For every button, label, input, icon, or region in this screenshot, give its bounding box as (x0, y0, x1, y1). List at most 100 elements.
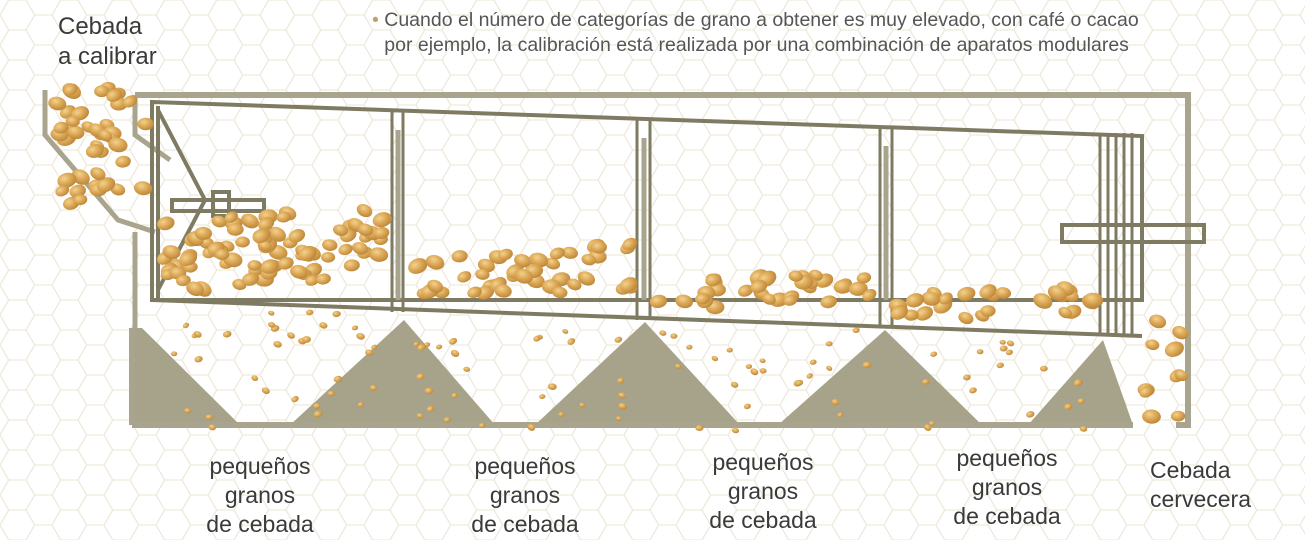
grain (108, 137, 128, 153)
grain (833, 279, 853, 294)
grain (761, 293, 776, 305)
grain (743, 403, 751, 410)
input-label-line-1: Cebada (58, 13, 143, 40)
grain (750, 368, 759, 376)
grain (820, 295, 838, 309)
grain (356, 204, 373, 218)
grain (241, 213, 259, 229)
grain (674, 363, 682, 369)
grain (369, 385, 377, 391)
grain (291, 395, 299, 403)
grain (267, 226, 287, 242)
output-label-line: pequeños (956, 445, 1058, 471)
grain (615, 416, 622, 421)
grain (194, 226, 212, 240)
grain (226, 223, 244, 236)
grain (1006, 340, 1015, 347)
output-label-1: pequeños granos de cebada (190, 452, 330, 539)
grain (1033, 293, 1053, 309)
grain (686, 344, 693, 350)
grain (1083, 292, 1104, 308)
grain (242, 272, 259, 286)
grain (316, 273, 331, 285)
grain (552, 286, 568, 299)
grain (332, 224, 349, 237)
grain (222, 330, 232, 338)
grain (179, 251, 198, 266)
grain (96, 177, 116, 193)
grain (750, 279, 768, 294)
grain (618, 392, 626, 399)
grain (408, 258, 428, 274)
hopper-base-lines (129, 328, 1133, 428)
grain (123, 95, 138, 108)
grain (1040, 365, 1048, 372)
grain (862, 361, 872, 369)
grain (529, 252, 549, 268)
grain (351, 325, 359, 331)
grain (856, 272, 872, 284)
grain (562, 328, 569, 334)
grain (273, 341, 282, 348)
grain (963, 374, 971, 381)
grain (825, 341, 833, 347)
grain (435, 344, 443, 350)
grain (451, 250, 468, 263)
bullet-note: • Cuando el número de categorías de gran… (372, 8, 1305, 58)
grain (287, 332, 296, 339)
grain (449, 337, 458, 345)
grain (1073, 379, 1083, 387)
grain (848, 281, 868, 296)
grain (65, 116, 80, 127)
grain (257, 240, 272, 252)
grain (137, 117, 154, 131)
grain (176, 274, 191, 287)
grain (862, 288, 877, 302)
grain (527, 424, 536, 431)
grain (478, 422, 486, 429)
grain (514, 254, 532, 268)
grain (352, 241, 369, 255)
grain (157, 216, 175, 231)
grain (738, 284, 753, 297)
grain (457, 271, 472, 283)
grain (1145, 339, 1160, 351)
grain (969, 387, 977, 394)
grain (921, 291, 941, 306)
grain (427, 279, 444, 293)
grain (1064, 403, 1073, 410)
grain (85, 144, 104, 158)
grain (467, 286, 482, 299)
grain (356, 332, 365, 340)
grain (549, 247, 565, 260)
grain (695, 293, 711, 305)
grain (425, 254, 445, 270)
barley-grains (48, 81, 1189, 434)
output-label-line: pequeños (712, 449, 814, 475)
sieve-box (150, 99, 1206, 338)
grain (759, 358, 766, 364)
grain (235, 236, 250, 248)
grain (1005, 349, 1013, 356)
grain (53, 121, 69, 134)
grain (711, 355, 719, 362)
final-output-line-1: Cebada (1150, 457, 1231, 483)
grain (162, 245, 181, 259)
grain (533, 335, 541, 342)
grain (806, 373, 813, 379)
grain (980, 305, 996, 317)
grain (260, 259, 279, 274)
grain (327, 390, 335, 397)
grain (332, 310, 341, 318)
grain (186, 281, 205, 297)
grain (923, 424, 932, 431)
grain (675, 294, 693, 309)
grain (1174, 369, 1189, 381)
grain (1079, 426, 1088, 432)
grain (306, 309, 314, 316)
grain (313, 403, 321, 409)
grain (614, 336, 623, 343)
grain (915, 306, 933, 321)
grain (298, 245, 317, 262)
grain (622, 237, 638, 251)
